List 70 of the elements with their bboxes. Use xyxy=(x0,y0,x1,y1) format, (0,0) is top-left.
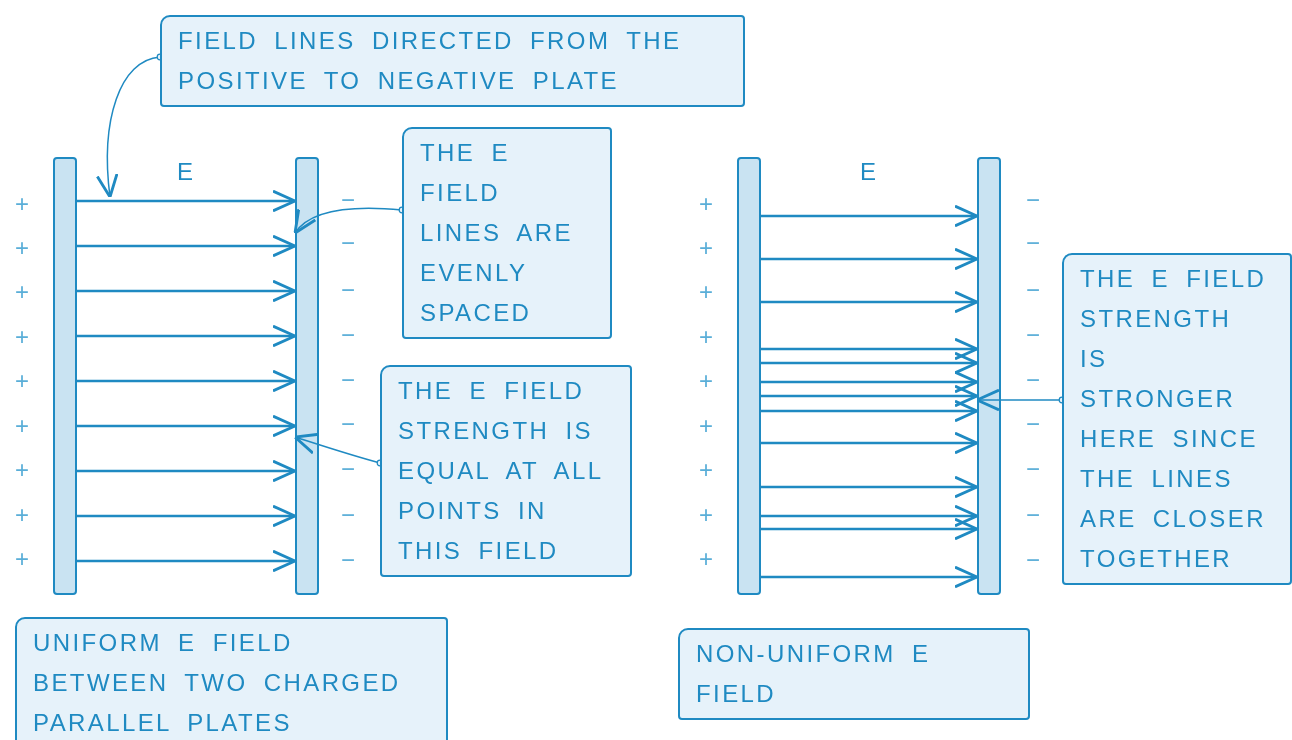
plus-sign: + xyxy=(699,369,713,393)
charged-plate xyxy=(737,157,761,595)
minus-sign: − xyxy=(1026,457,1040,481)
field-line-arrow xyxy=(761,504,979,528)
charged-plate xyxy=(295,157,319,595)
plus-sign: + xyxy=(15,236,29,260)
field-line-arrow xyxy=(761,384,979,408)
callout-box: THE E FIELD LINES ARE EVENLY SPACED xyxy=(402,127,612,339)
field-line-arrow xyxy=(77,549,297,573)
minus-sign: − xyxy=(1026,412,1040,436)
plus-sign: + xyxy=(699,547,713,571)
plus-sign: + xyxy=(15,325,29,349)
minus-sign: − xyxy=(341,231,355,255)
plus-sign: + xyxy=(699,236,713,260)
minus-sign: − xyxy=(1026,231,1040,255)
plus-sign: + xyxy=(15,369,29,393)
minus-sign: − xyxy=(1026,188,1040,212)
minus-sign: − xyxy=(1026,278,1040,302)
plus-sign: + xyxy=(15,503,29,527)
minus-sign: − xyxy=(341,548,355,572)
field-symbol: E xyxy=(860,160,876,184)
charged-plate xyxy=(977,157,1001,595)
field-symbol: E xyxy=(177,160,193,184)
plus-sign: + xyxy=(699,192,713,216)
minus-sign: − xyxy=(341,278,355,302)
plus-sign: + xyxy=(699,325,713,349)
field-line-arrow xyxy=(761,247,979,271)
plus-sign: + xyxy=(699,280,713,304)
field-line-arrow xyxy=(761,399,979,423)
field-line-arrow xyxy=(761,290,979,314)
callout-box: THE E FIELD STRENGTH IS STRONGER HERE SINCE THE LINES ARE CLOSER TOGETHER xyxy=(1062,253,1292,585)
plus-sign: + xyxy=(15,414,29,438)
callout-box: THE E FIELD STRENGTH IS EQUAL AT ALL POINTS IN THIS FIELD xyxy=(380,365,632,577)
plus-sign: + xyxy=(699,414,713,438)
minus-sign: − xyxy=(1026,368,1040,392)
field-line-arrow xyxy=(761,370,979,394)
field-line-arrow xyxy=(761,337,979,361)
minus-sign: − xyxy=(341,457,355,481)
callout-box: FIELD LINES DIRECTED FROM THE POSITIVE TO NEGATIVE PLATE xyxy=(160,15,745,107)
field-line-arrow xyxy=(77,504,297,528)
field-line-arrow xyxy=(761,475,979,499)
field-line-arrow xyxy=(761,431,979,455)
field-line-arrow xyxy=(77,324,297,348)
minus-sign: − xyxy=(1026,503,1040,527)
plus-sign: + xyxy=(699,458,713,482)
field-line-arrow xyxy=(761,351,979,375)
field-line-arrow xyxy=(77,189,297,213)
field-line-arrow xyxy=(77,369,297,393)
plus-sign: + xyxy=(699,503,713,527)
plus-sign: + xyxy=(15,458,29,482)
minus-sign: − xyxy=(341,503,355,527)
minus-sign: − xyxy=(341,368,355,392)
plus-sign: + xyxy=(15,547,29,571)
field-line-arrow xyxy=(77,459,297,483)
minus-sign: − xyxy=(1026,548,1040,572)
callout-box: NON-UNIFORM E FIELD xyxy=(678,628,1030,720)
minus-sign: − xyxy=(341,188,355,212)
minus-sign: − xyxy=(341,323,355,347)
field-line-arrow xyxy=(761,565,979,589)
callout-box: UNIFORM E FIELD BETWEEN TWO CHARGED PARALLEL PLATES xyxy=(15,617,448,740)
field-line-arrow xyxy=(761,204,979,228)
minus-sign: − xyxy=(341,412,355,436)
minus-sign: − xyxy=(1026,323,1040,347)
field-line-arrow xyxy=(77,414,297,438)
field-line-arrow xyxy=(77,279,297,303)
field-line-arrow xyxy=(761,517,979,541)
charged-plate xyxy=(53,157,77,595)
plus-sign: + xyxy=(15,280,29,304)
plus-sign: + xyxy=(15,192,29,216)
field-line-arrow xyxy=(77,234,297,258)
